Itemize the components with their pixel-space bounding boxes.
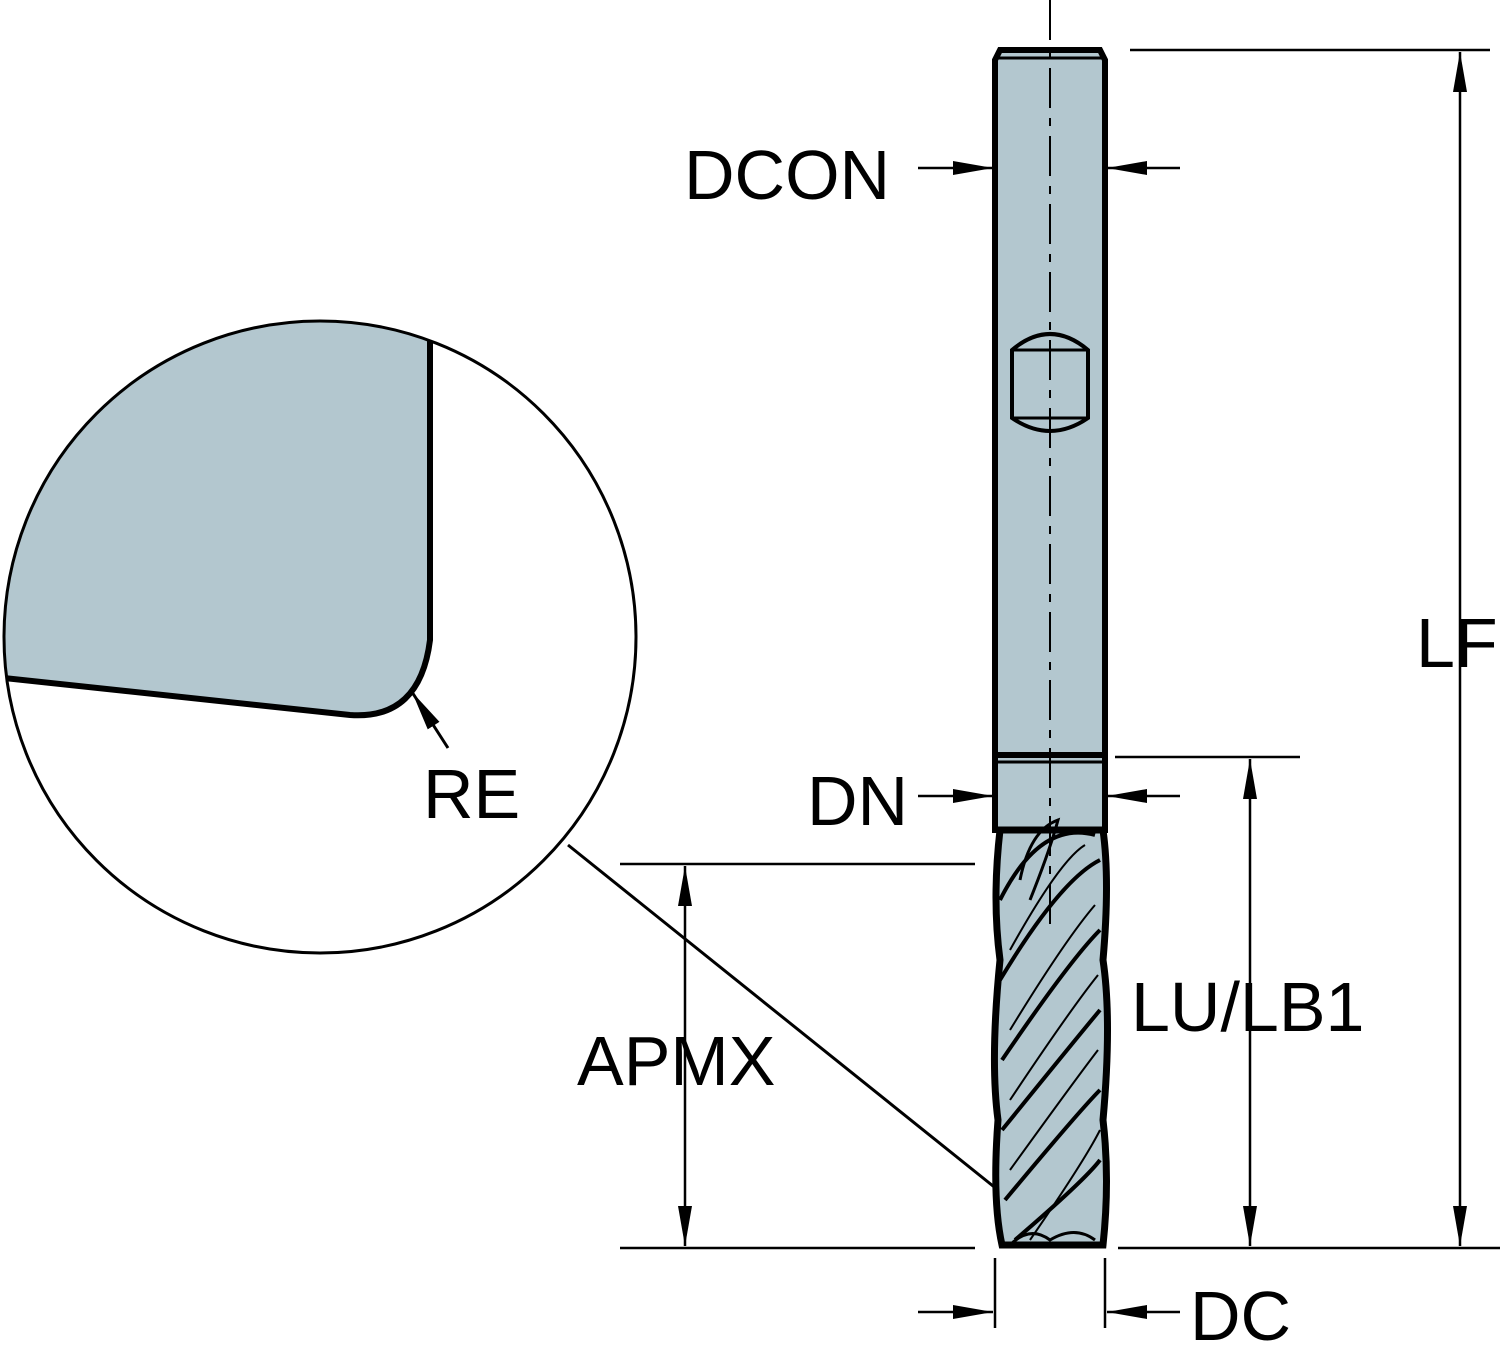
fluted-section (990, 826, 1111, 1249)
detail-leader-line (567, 843, 999, 1192)
label-apmx: APMX (577, 1022, 775, 1100)
helical-flutes (998, 817, 1102, 1247)
detail-circle (2, 319, 638, 955)
end-mill-tool (990, 0, 1111, 1249)
label-dn: DN (807, 762, 908, 840)
extension-lines (620, 48, 1500, 1328)
label-dc: DC (1190, 1277, 1291, 1349)
label-re: RE (423, 755, 520, 833)
detail-tool-section (4, 321, 430, 716)
corner-radius-detail (2, 319, 999, 1192)
label-lu-lb1: LU/LB1 (1131, 968, 1364, 1046)
label-dcon: DCON (684, 136, 890, 214)
detail-cutting-edge (4, 321, 433, 719)
re-arrow (410, 691, 450, 749)
dimension-arrows (678, 52, 1467, 1319)
label-lf: LF (1416, 604, 1498, 682)
